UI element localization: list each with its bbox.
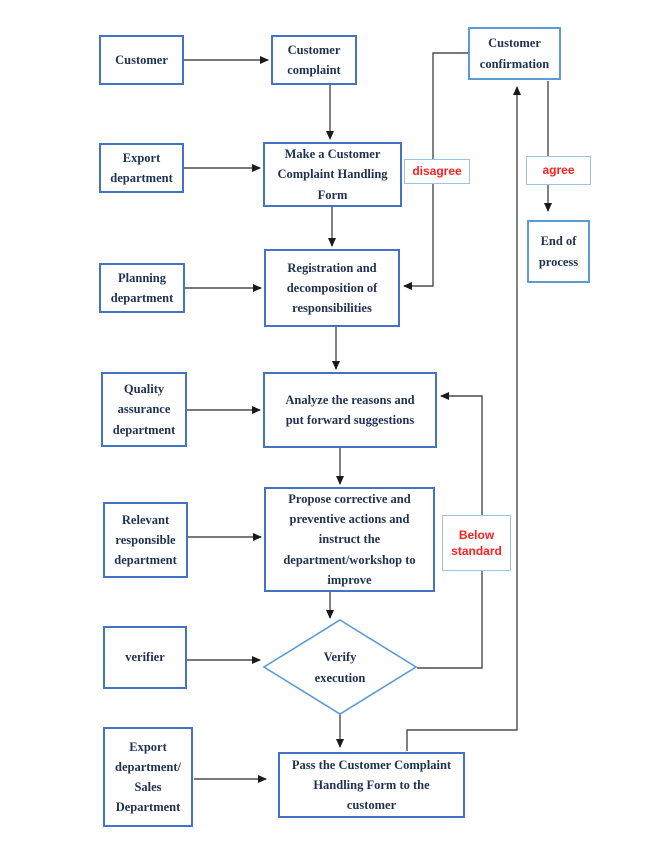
label-disagree: disagree bbox=[404, 159, 470, 184]
node-export-department: Export department bbox=[99, 143, 184, 193]
label-below-standard: Below standard bbox=[442, 515, 511, 571]
node-export-sales-department: Export department/ Sales Department bbox=[103, 727, 193, 827]
node-make-handling-form: Make a Customer Complaint Handling Form bbox=[263, 142, 402, 207]
node-pass-form-to-customer: Pass the Customer Complaint Handling For… bbox=[278, 752, 465, 818]
node-registration-decomposition: Registration and decomposition of respon… bbox=[264, 249, 400, 327]
node-propose-corrective-actions: Propose corrective and preventive action… bbox=[264, 487, 435, 592]
node-relevant-responsible-department: Relevant responsible department bbox=[103, 502, 188, 578]
node-customer-confirmation: Customer confirmation bbox=[468, 27, 561, 80]
node-quality-assurance-department: Quality assurance department bbox=[101, 372, 187, 447]
node-verifier: verifier bbox=[103, 626, 187, 689]
label-agree: agree bbox=[526, 156, 591, 185]
arrow-passform-to-confirmation bbox=[406, 86, 521, 751]
node-analyze-reasons: Analyze the reasons and put forward sugg… bbox=[263, 372, 437, 448]
node-customer-complaint: Customer complaint bbox=[271, 35, 357, 85]
node-verify-execution: Verify execution bbox=[314, 650, 366, 685]
node-end-of-process: End of process bbox=[527, 220, 590, 283]
node-planning-department: Planning department bbox=[99, 263, 185, 313]
decision-diamond-shape bbox=[262, 619, 418, 715]
node-customer: Customer bbox=[99, 35, 184, 85]
